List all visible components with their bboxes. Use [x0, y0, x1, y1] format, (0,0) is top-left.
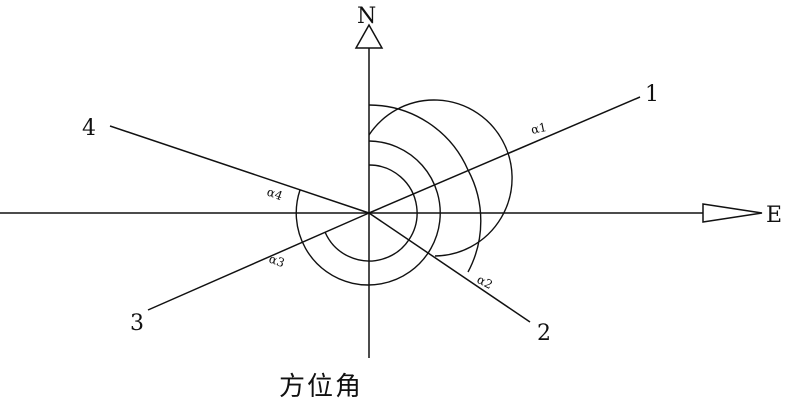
angle-arc-1	[368, 104, 469, 171]
direction-line-3	[147, 212, 370, 311]
diagram-caption: 方位角	[279, 372, 364, 402]
direction-line-4	[109, 125, 370, 214]
angle-label-1: α1	[530, 120, 548, 137]
direction-label-2: 2	[537, 321, 551, 346]
direction-label-4: 4	[82, 116, 96, 141]
angle-label-2: α2	[475, 272, 495, 292]
angle-label-4: α4	[265, 185, 285, 204]
angle-label-3: α3	[267, 252, 287, 271]
direction-line-1	[368, 96, 641, 214]
angle-arc-2	[368, 99, 513, 257]
angle-arc-4	[295, 140, 441, 286]
east-arrow-icon	[702, 203, 763, 223]
east-label: E	[766, 203, 782, 228]
north-label: N	[357, 4, 376, 29]
direction-label-1: 1	[645, 82, 659, 107]
direction-label-3: 3	[130, 311, 144, 336]
direction-line-2	[368, 212, 531, 323]
angle-arc-outer	[467, 169, 482, 273]
north-arrow-icon	[354, 23, 384, 49]
angle-arc-3	[324, 164, 418, 262]
